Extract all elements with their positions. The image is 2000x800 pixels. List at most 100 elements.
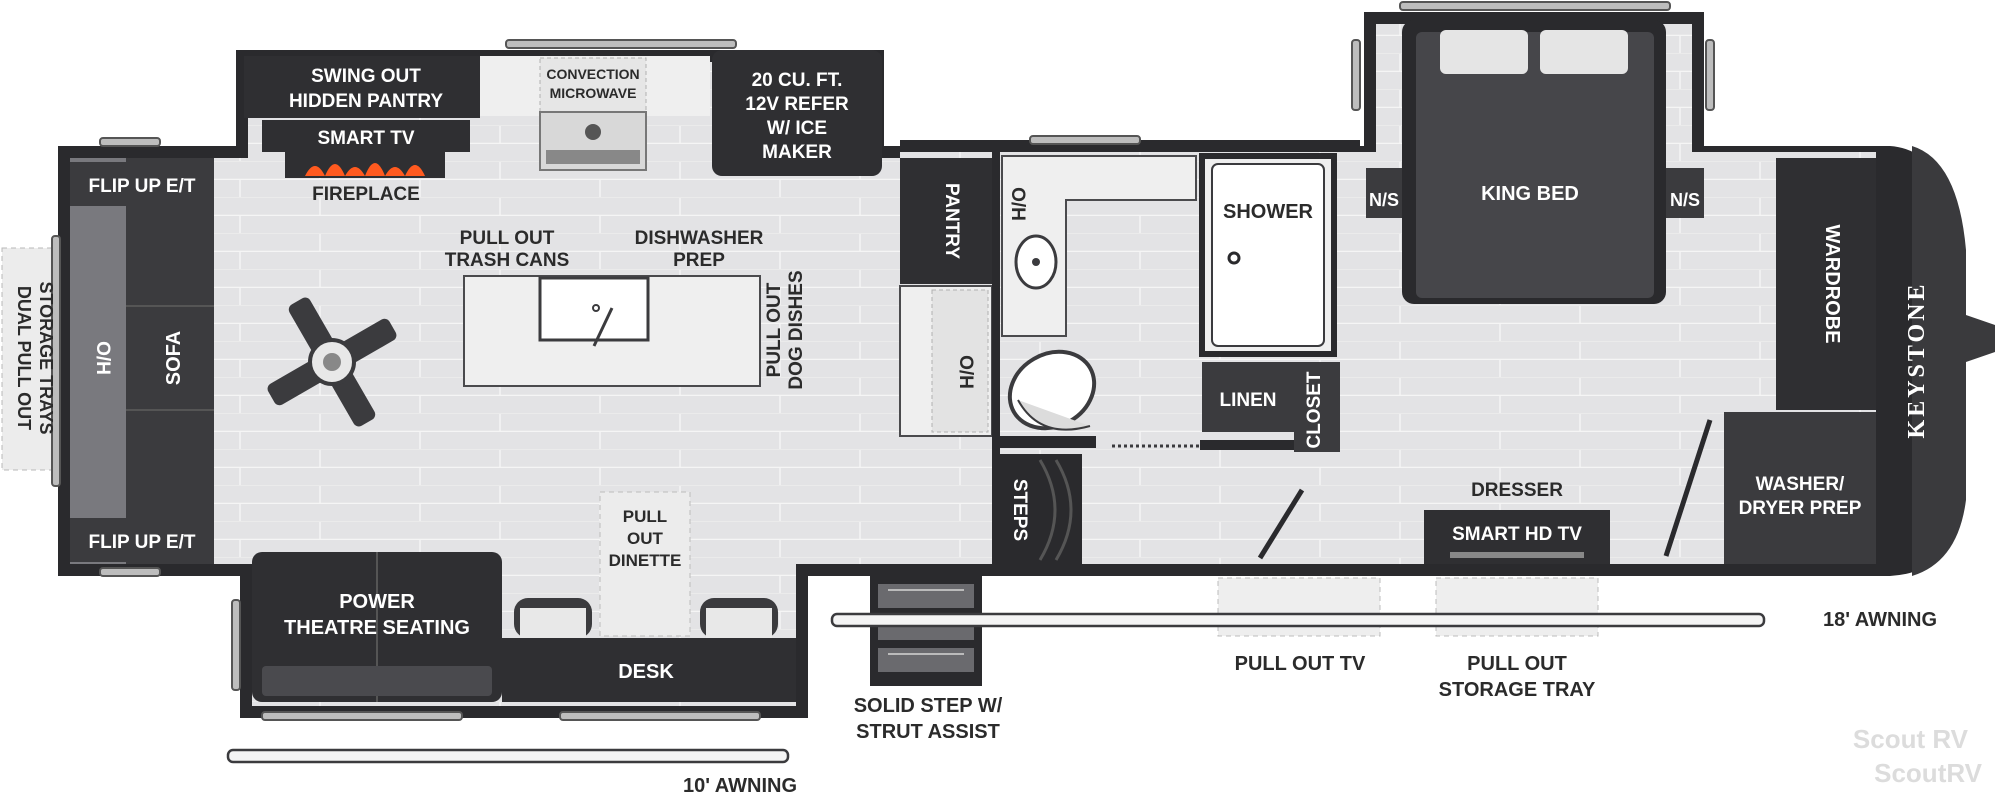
stove — [539, 111, 647, 171]
trash-label-1: PULL OUT — [460, 228, 555, 249]
flip-up-end-table-top — [70, 162, 214, 206]
watermark-line-2: ScoutRV — [1874, 758, 1983, 788]
pillow — [1540, 30, 1628, 74]
refer-label-4: MAKER — [762, 142, 832, 163]
window-trim — [99, 567, 161, 577]
dresser-label: DRESSER — [1471, 480, 1563, 501]
window-trim — [1705, 39, 1715, 111]
toilet-icon — [1007, 349, 1097, 431]
washer-dryer-label-2: DRYER PREP — [1739, 498, 1862, 519]
partition-wall — [1000, 436, 1096, 448]
pantry-cabinet — [900, 158, 992, 284]
pillow — [1440, 30, 1528, 74]
window-trim — [1399, 1, 1671, 11]
refer-label-2: 12V REFER — [745, 94, 849, 115]
stool-right — [700, 598, 778, 638]
solid-step-label-2: STRUT ASSIST — [856, 721, 1000, 743]
window-trim — [231, 599, 241, 691]
smart-tv — [262, 120, 470, 152]
swing-out-pantry — [244, 56, 480, 118]
smart-hd-tv-bar — [1450, 552, 1584, 558]
shower-pan — [1211, 163, 1325, 347]
fireplace-flame-icon — [285, 152, 445, 178]
oh-cabinet-mid-inner — [931, 289, 989, 433]
dishwasher-label-1: DISHWASHER — [635, 228, 764, 249]
bath-closet — [1294, 362, 1340, 452]
solid-step-label-1: SOLID STEP W/ — [854, 695, 1003, 717]
microwave-label-2: MICROWAVE — [550, 85, 637, 101]
oh-left-label: O/H — [92, 341, 113, 375]
oh-bath-label: O/H — [1007, 187, 1028, 221]
watermark-line-1: Scout RV — [1853, 724, 1969, 754]
trash-label-2: TRASH CANS — [445, 250, 570, 271]
king-bed-label: KING BED — [1481, 183, 1579, 205]
island-sink — [538, 276, 650, 342]
refer-label-1: 20 CU. FT. — [752, 70, 843, 91]
pantry-label: PANTRY — [941, 183, 962, 259]
ns-right-label: N/S — [1670, 190, 1700, 210]
door-swing — [1663, 419, 1713, 557]
nightstand-right — [1666, 168, 1704, 218]
wardrobe-label: WARDROBE — [1821, 225, 1843, 344]
keystone-logo: KEYSTONE — [1904, 282, 1930, 439]
dinette-label-2: OUT — [627, 529, 664, 548]
pull-out-dinette — [599, 491, 691, 637]
awning-18ft — [830, 612, 1766, 628]
smart-hd-tv-label: SMART HD TV — [1452, 524, 1582, 545]
ns-left-label: N/S — [1369, 190, 1399, 210]
window-trim — [505, 39, 737, 49]
entry-steps — [992, 454, 1082, 564]
pull-out-tv-label: PULL OUT TV — [1235, 653, 1366, 675]
flip-up-bottom-label: FLIP UP E/T — [89, 532, 196, 553]
window-trim — [99, 137, 161, 147]
bath-wall-segment — [1200, 440, 1294, 450]
partition-wall — [992, 152, 1000, 564]
oh-mid-label: O/H — [955, 355, 976, 389]
window-trim — [1029, 135, 1141, 145]
front-cap — [1912, 146, 1995, 576]
dual-pull-out-tray — [1, 247, 53, 471]
linen-closet — [1202, 362, 1294, 432]
pull-out-storage-label-1: PULL OUT — [1467, 653, 1567, 675]
flip-up-top-label: FLIP UP E/T — [89, 176, 196, 197]
shower-label: SHOWER — [1223, 201, 1314, 223]
linen-label: LINEN — [1220, 390, 1277, 411]
refrigerator — [712, 50, 882, 176]
stool-left — [514, 598, 592, 638]
smart-tv-label: SMART TV — [317, 128, 414, 149]
window-trim — [559, 711, 761, 721]
desk — [502, 638, 796, 702]
wardrobe — [1776, 158, 1876, 410]
faucet-base — [592, 304, 600, 312]
window-trim — [51, 235, 61, 487]
desk-label: DESK — [618, 661, 674, 683]
theatre-label-2: THEATRE SEATING — [284, 617, 470, 639]
faucet — [592, 307, 614, 347]
flip-up-end-table-bottom — [70, 518, 214, 562]
door-swing — [1257, 488, 1305, 560]
dual-pull-out-label-2: STORAGE TRAYS — [36, 281, 56, 434]
pull-out-storage-tray — [1435, 577, 1599, 637]
closet-label: CLOSET — [1304, 371, 1325, 448]
step-line — [1054, 459, 1073, 561]
microwave-label-1: CONVECTION — [546, 66, 639, 82]
pull-out-storage-label-2: STORAGE TRAY — [1439, 679, 1596, 701]
awning-10-label: 10' AWNING — [683, 775, 797, 797]
dual-pull-out-label-1: DUAL PULL OUT — [14, 286, 34, 430]
shower-drain — [1227, 251, 1241, 265]
swing-out-pantry-label-2: HIDDEN PANTRY — [289, 91, 443, 112]
sofa-back — [70, 158, 126, 564]
theatre-seat-footrest — [262, 666, 492, 696]
washer-dryer — [1724, 412, 1876, 564]
washer-dryer-label-1: WASHER/ — [1756, 474, 1845, 495]
nightstand-left — [1366, 168, 1402, 218]
window-trim — [261, 711, 463, 721]
dinette-label-1: PULL — [623, 507, 667, 526]
ceiling-fan-icon — [267, 297, 397, 427]
solid-step-stairs — [870, 576, 982, 686]
dog-dishes-label-1: PULL OUT — [764, 282, 785, 377]
awning-10ft — [226, 748, 790, 764]
king-bed-mattress — [1416, 32, 1654, 298]
pull-out-tv-tray — [1217, 577, 1381, 637]
dinette-label-3: DINETTE — [609, 551, 682, 570]
